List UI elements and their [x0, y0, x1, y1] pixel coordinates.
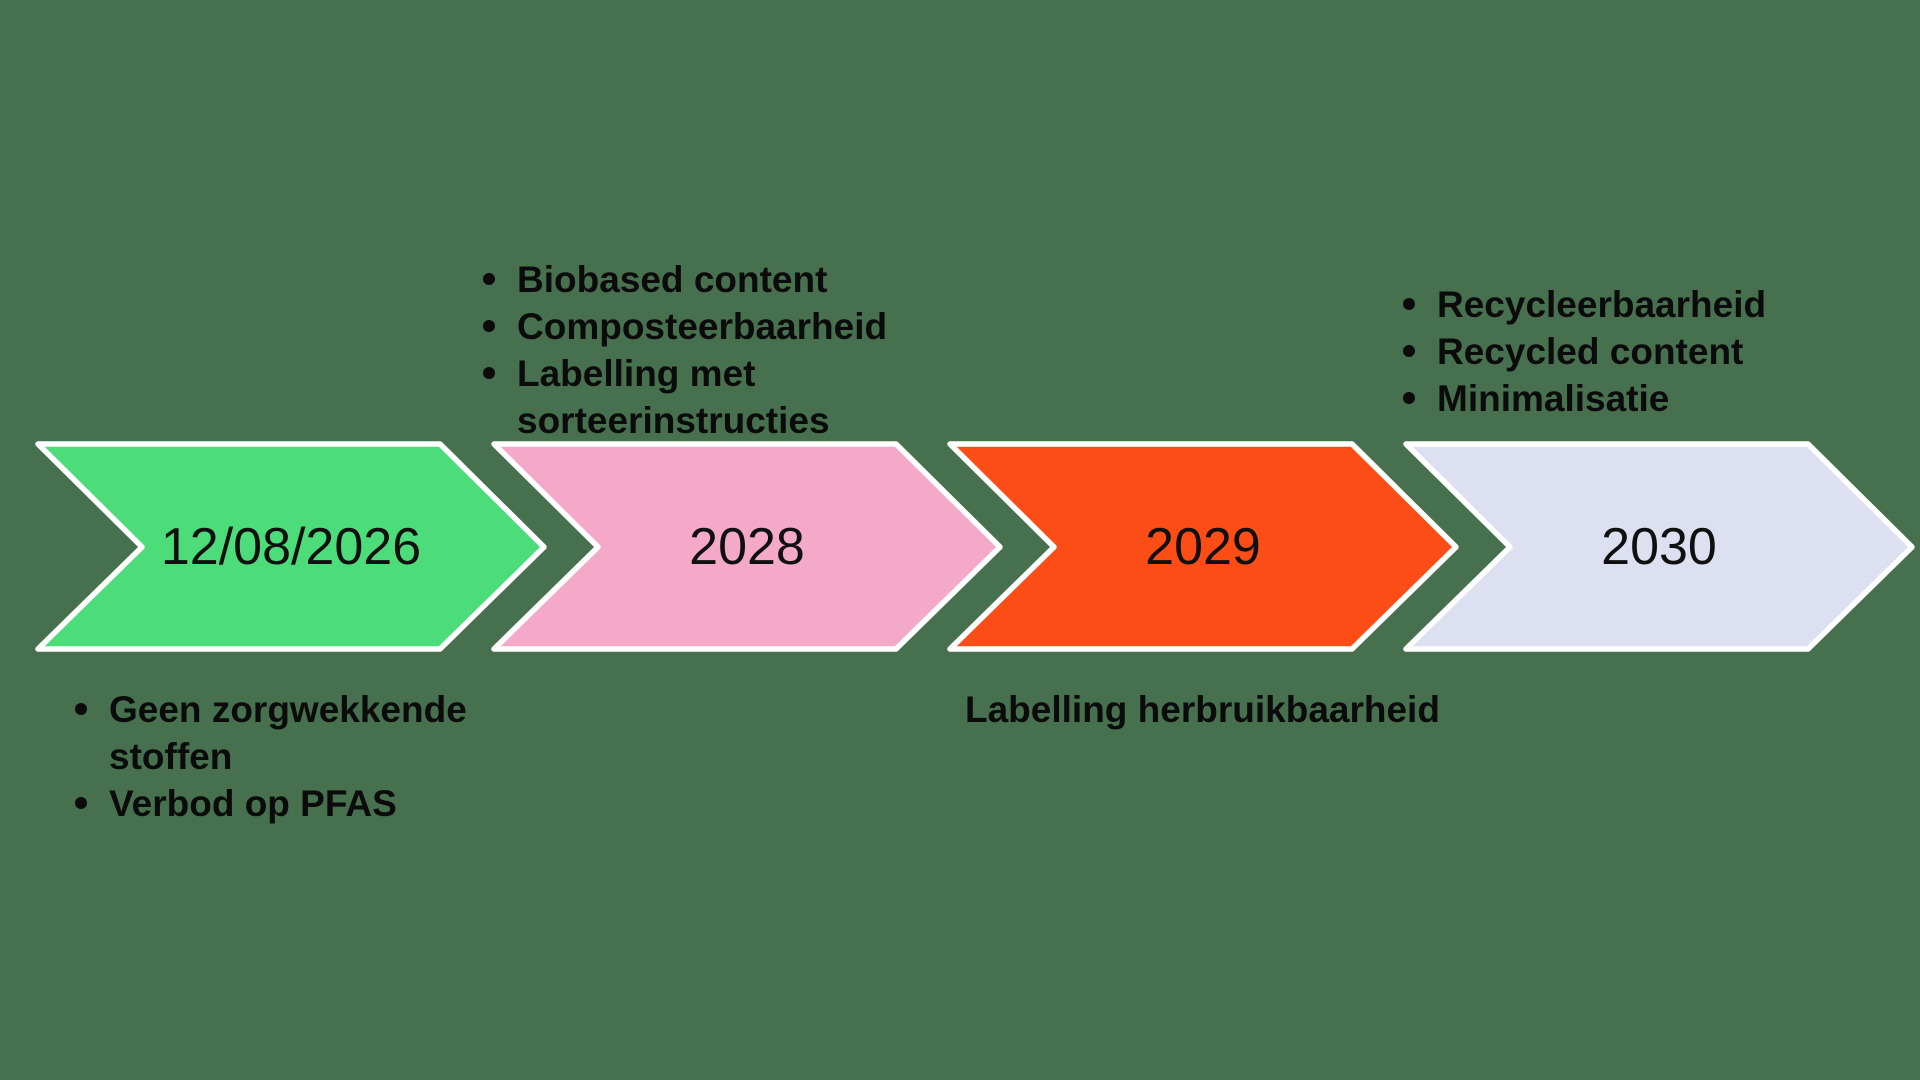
annotation-line: Labelling herbruikbaarheid: [965, 686, 1440, 733]
bullet-icon: [483, 320, 495, 332]
bullet-icon: [75, 703, 87, 715]
annotation-line: Verbod op PFAS: [75, 780, 467, 827]
annotation-line: Composteerbaarheid: [483, 303, 887, 350]
chevron-2026: [35, 441, 547, 652]
bullet-icon: [1403, 345, 1415, 357]
bullet-icon: [75, 797, 87, 809]
annotation-below-2029: Labelling herbruikbaarheid: [965, 686, 1440, 733]
bullet-spacer: [483, 414, 495, 426]
chevron-2029: [947, 441, 1459, 652]
annotation-text: Labelling met: [517, 353, 756, 394]
bullet-icon: [1403, 392, 1415, 404]
annotation-text: stoffen: [109, 736, 233, 777]
annotation-text: Labelling herbruikbaarheid: [965, 689, 1440, 730]
annotation-line: stoffen: [75, 733, 467, 780]
annotation-text: Minimalisatie: [1437, 378, 1670, 419]
bullet-icon: [1403, 298, 1415, 310]
annotation-text: sorteerinstructies: [517, 400, 830, 441]
bullet-icon: [483, 273, 495, 285]
annotation-line: Minimalisatie: [1403, 375, 1766, 422]
annotation-text: Composteerbaarheid: [517, 306, 888, 347]
annotation-text: Geen zorgwekkende: [109, 689, 467, 730]
annotation-text: Recycleerbaarheid: [1437, 284, 1767, 325]
annotation-text: Biobased content: [517, 259, 828, 300]
annotation-line: Recycleerbaarheid: [1403, 281, 1766, 328]
annotation-line: Recycled content: [1403, 328, 1766, 375]
bullet-icon: [483, 367, 495, 379]
annotation-line: Labelling met: [483, 350, 887, 397]
bullet-spacer: [75, 750, 87, 762]
annotation-line: Geen zorgwekkende: [75, 686, 467, 733]
annotation-text: Verbod op PFAS: [109, 783, 397, 824]
annotation-text: Recycled content: [1437, 331, 1744, 372]
chevron-2030: [1403, 441, 1915, 652]
chevron-2028: [491, 441, 1003, 652]
annotation-line: sorteerinstructies: [483, 397, 887, 444]
annotation-line: Biobased content: [483, 256, 887, 303]
